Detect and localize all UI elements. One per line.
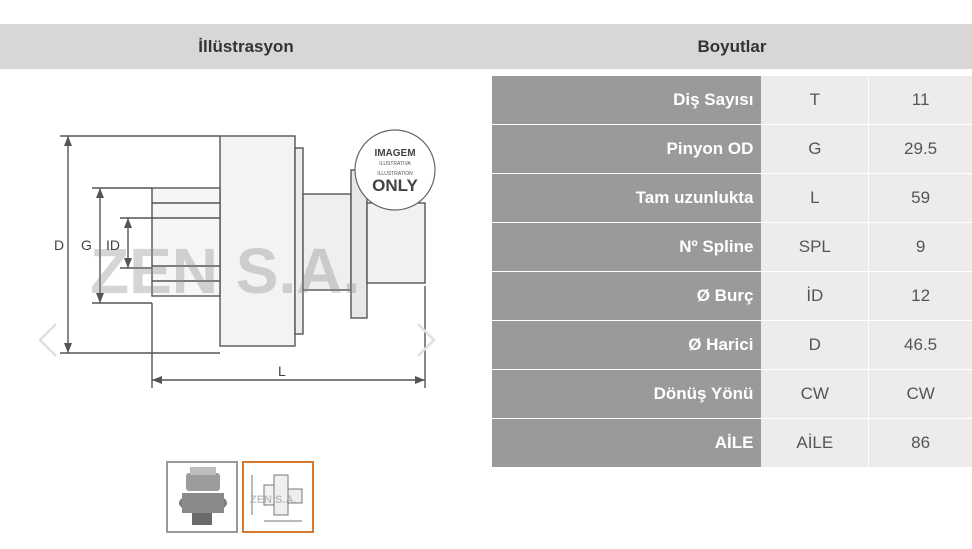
header-bar: İllüstrasyon Boyutlar — [0, 24, 972, 69]
dim-label-g: G — [81, 237, 92, 253]
dimension-code: SPL — [761, 222, 870, 272]
technical-drawing: ZEN S.A. IMAGEM ILUSTRATIVA ILLUSTRATION… — [54, 129, 436, 388]
thumbnail-drawing[interactable]: ZEN S.A. — [242, 461, 314, 533]
dimension-code: D — [761, 320, 870, 370]
dimension-label: Pinyon OD — [492, 124, 762, 174]
svg-text:IMAGEM: IMAGEM — [374, 148, 415, 159]
dimension-code: AİLE — [761, 418, 870, 468]
illustration-stamp: IMAGEM ILUSTRATIVA ILLUSTRATION ONLY — [354, 129, 436, 211]
dimension-label: Nº Spline — [492, 222, 762, 272]
previous-image-arrow-icon[interactable] — [36, 320, 60, 360]
dimension-value: CW — [868, 369, 972, 419]
dimension-value: 59 — [868, 173, 972, 223]
svg-text:ZEN S.A.: ZEN S.A. — [250, 494, 296, 506]
svg-text:ONLY: ONLY — [372, 176, 418, 195]
dimension-label: Tam uzunlukta — [492, 173, 762, 223]
dimension-label: Diş Sayısı — [492, 76, 762, 125]
dim-label-id: ID — [106, 237, 120, 253]
svg-text:ILLUSTRATION: ILLUSTRATION — [377, 171, 413, 177]
dimension-code: L — [761, 173, 870, 223]
dimension-label: Ø Harici — [492, 320, 762, 370]
dimension-value: 46.5 — [868, 320, 972, 370]
dimension-value: 12 — [868, 271, 972, 321]
dimension-code: T — [761, 76, 870, 125]
dimension-value: 29.5 — [868, 124, 972, 174]
dimension-code: CW — [761, 369, 870, 419]
dimension-value: 86 — [868, 418, 972, 468]
technical-drawing-thumb-icon: ZEN S.A. — [250, 474, 303, 522]
dimension-value: 11 — [868, 76, 972, 125]
thumbnail-photo[interactable] — [166, 461, 238, 533]
illustration-heading: İllüstrasyon — [198, 37, 294, 56]
next-image-arrow-icon[interactable] — [414, 320, 438, 360]
dimensions-heading: Boyutlar — [697, 37, 767, 56]
dimension-value: 9 — [868, 222, 972, 272]
dimension-code: İD — [761, 271, 870, 321]
dimension-label: Dönüş Yönü — [492, 369, 762, 419]
svg-text:ILUSTRATIVA: ILUSTRATIVA — [379, 161, 411, 167]
watermark-text: ZEN S.A. — [90, 235, 360, 307]
dimension-code: G — [761, 124, 870, 174]
dim-label-l: L — [278, 363, 286, 379]
dim-label-d: D — [54, 237, 64, 253]
starter-drive-photo-icon — [179, 467, 227, 525]
dimension-label: Ø Burç — [492, 271, 762, 321]
dimension-label: AİLE — [492, 418, 762, 468]
